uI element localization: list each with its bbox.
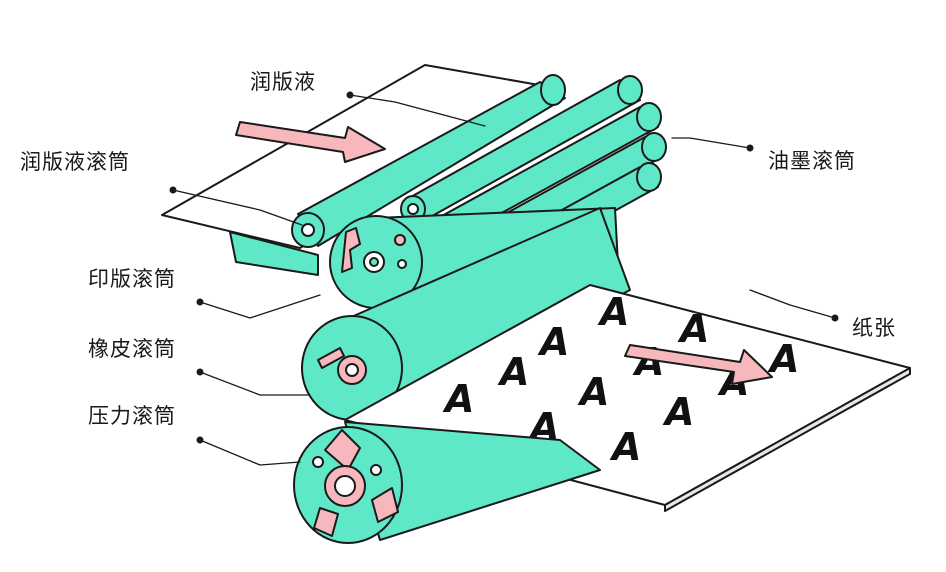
sheet-glyph: A — [609, 425, 641, 469]
label-dampening-roller: 润版液滚筒 — [20, 150, 130, 174]
leader-dots — [169, 91, 839, 444]
sheet-glyph: A — [662, 390, 694, 434]
sheet-glyph: A — [677, 307, 709, 351]
sheet-glyph: A — [442, 377, 474, 421]
label-impression-cylinder: 压力滚筒 — [88, 404, 176, 428]
sheet-glyph: A — [597, 290, 629, 334]
sheet-glyph: A — [537, 320, 569, 364]
blanket-cylinder — [301, 207, 631, 421]
impression-cylinder — [293, 421, 601, 544]
feed-arrow-icon — [235, 121, 386, 163]
sheet-glyph: A — [767, 337, 799, 381]
dampening-roller — [291, 74, 566, 248]
label-dampening-solution: 润版液 — [250, 70, 316, 94]
sheet-glyph: A — [577, 370, 609, 414]
label-paper: 纸张 — [852, 316, 896, 340]
label-plate-cylinder: 印版滚筒 — [88, 267, 176, 291]
exit-arrow-icon — [624, 344, 773, 385]
leader-lines — [172, 94, 836, 466]
sheet-glyph: A — [497, 350, 529, 394]
label-ink-roller: 油墨滚筒 — [768, 149, 856, 173]
label-blanket-cylinder: 橡皮滚筒 — [88, 337, 176, 361]
